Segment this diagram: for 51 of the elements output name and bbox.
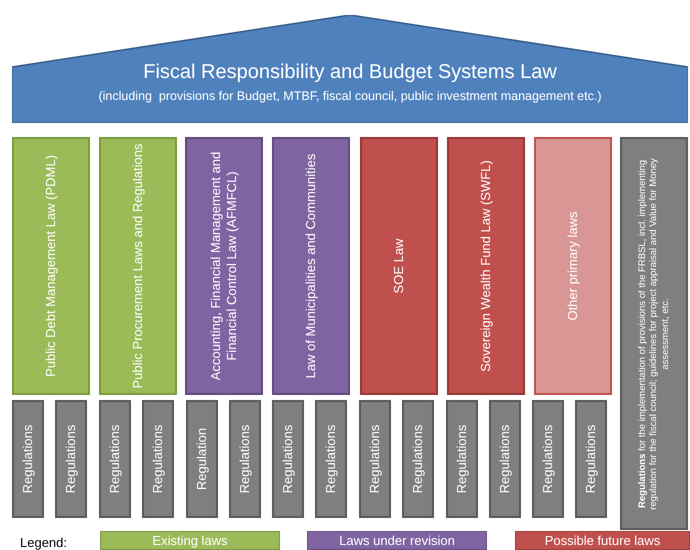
rotated-text: Regulations (280, 424, 296, 496)
rotated-text: Regulations (322, 424, 339, 496)
rotated-text: Regulations (366, 424, 383, 496)
regulation-pillar (489, 400, 521, 518)
rotated-text: Regulations (150, 424, 166, 496)
rotated-text: Regulations (106, 424, 123, 496)
law-pillar (360, 137, 438, 395)
legend-swatch: Laws under revision (307, 531, 487, 550)
rotated-text: Regulations (582, 424, 599, 496)
regulation-pillar (446, 400, 478, 518)
regulation-pillar (272, 400, 304, 518)
law-pillar (185, 137, 263, 395)
rotated-text: Regulations (454, 424, 470, 496)
regulation-pillar (229, 400, 261, 518)
regulation-pillar (315, 400, 347, 518)
rotated-text: Public Procurement Laws and Regulations (130, 142, 146, 390)
roof-subtitle: (including provisions for Budget, MTBF, fiscal council, public investment management etc.) (98, 89, 602, 105)
law-pillar (99, 137, 177, 395)
rotated-text: Regulations (236, 424, 253, 496)
law-pillar (12, 137, 90, 395)
rotated-text: Other primary laws (564, 210, 581, 323)
law-pillar (272, 137, 350, 395)
rotated-text: Sovereign Wealth Fund Law (SWFL) (478, 159, 494, 374)
rotated-text: SOE Law (390, 238, 407, 296)
regulation-pillar (359, 400, 391, 518)
regulation-pillar (142, 400, 174, 518)
rotated-text: Regulations (410, 424, 426, 496)
regulation-pillar (12, 400, 44, 518)
rotated-text: Regulations (540, 424, 556, 496)
rotated-text: Regulations (20, 424, 36, 496)
regulation-pillar (532, 400, 564, 518)
roof-shape (12, 15, 688, 123)
rotated-text: Regulations (62, 424, 79, 496)
roof-title: Fiscal Responsibility and Budget Systems Law (143, 60, 557, 85)
rotated-text: Regulation (194, 426, 210, 492)
law-pillar (534, 137, 612, 395)
rotated-text: Law of Municipalities and Communities (302, 152, 319, 380)
legend-swatch: Existing laws (100, 531, 280, 550)
rotated-text: Accounting, Financial Management and Financial Control Law (AFMFCL) (208, 150, 240, 382)
rotated-text: Public Debt Management Law (PDML) (42, 154, 59, 379)
law-pillar (620, 137, 688, 530)
regulation-pillar (99, 400, 131, 518)
regulation-pillar (55, 400, 87, 518)
regulation-pillar (575, 400, 607, 518)
legend-swatch: Possible future laws (515, 531, 690, 550)
legend-heading: Legend: (20, 534, 67, 550)
regulation-pillar (402, 400, 434, 518)
rotated-text: Regulations for the implementation of provisions of the FRBSL, incl. implementing regulation for the fiscal council; guidelines for project appraisal and Value for Money assessment, etc. (636, 156, 672, 512)
law-pillar (447, 137, 525, 395)
regulation-pillar (186, 400, 218, 518)
rotated-text: Regulations (496, 424, 513, 496)
